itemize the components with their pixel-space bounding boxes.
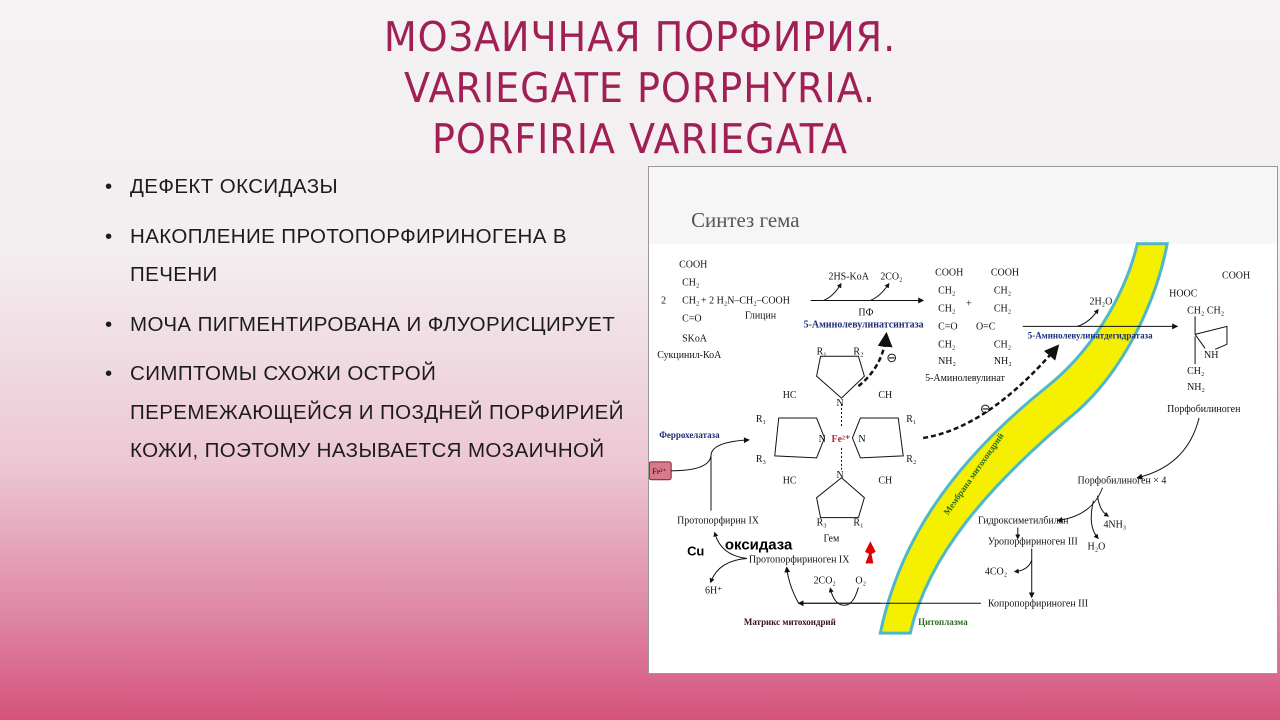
svg-text:HOOC: HOOC [1169,288,1198,299]
glycine-label: Глицин [745,310,777,321]
heme-structure [774,355,904,519]
svg-text:CH₂ CH₂: CH₂ CH₂ [1187,305,1224,316]
svg-text:N: N [837,470,844,481]
step1-output-co2: 2CO₂ [880,272,902,283]
bullet-item: НАКОПЛЕНИЕ ПРОТОПОРФИРИНОГЕНА В ПЕЧЕНИ [105,218,625,295]
svg-text:CH₂: CH₂ [682,278,699,289]
svg-text:Порфобилиноген: Порфобилиноген [1167,404,1241,415]
diagram-title: Синтез гема [691,208,799,232]
oxidase-label: оксидаза [725,536,793,553]
svg-text:CH: CH [878,476,892,487]
svg-text:R₁: R₁ [853,518,863,529]
svg-text:NH₂: NH₂ [994,356,1012,367]
aminolevulinate: COOH CH₂ CH₂ C=O CH₂ NH₂ + COOH CH₂ CH₂ … [925,268,1019,385]
svg-text:CH₂: CH₂ [1187,366,1204,377]
protons: 6H⁺ [705,585,722,596]
svg-text:CH₂: CH₂ [938,339,955,350]
co2-4: 4CO₂ [985,566,1007,577]
svg-text:C=O: C=O [938,321,957,332]
hydroxymethylbilane: Гидроксиметилбилан [978,516,1069,527]
succinyl-coa: COOH CH₂ 2 CH₂ C=O SKoA Сукцинил-КоА [657,260,722,362]
svg-text:R₁: R₁ [906,414,916,425]
bullet-item: ДЕФЕКТ ОКСИДАЗЫ [105,168,625,207]
svg-text:R₂: R₂ [906,454,916,465]
step2-output-water: 2H₂O [1090,296,1113,307]
increase-arrow-icon [865,541,876,564]
heme-synthesis-diagram: Синтез гема Мембрана митохондрий COOH CH… [648,166,1278,674]
ferrochelatase: Феррохелатаза [659,430,720,440]
enzyme-ala-synthase: 5-Аминолевулинатсинтаза [804,319,924,330]
cytoplasm-label: Цитоплазма [918,617,968,627]
svg-text:NH₂: NH₂ [1187,382,1205,393]
svg-text:HC: HC [783,390,797,401]
svg-text:CH₂: CH₂ [938,286,955,297]
svg-text:COOH: COOH [1222,271,1250,282]
svg-text:COOH: COOH [935,268,963,279]
svg-text:O=C: O=C [976,321,996,332]
ammonia: 4NH₃ [1103,520,1126,531]
svg-text:R₃: R₃ [817,518,827,529]
cu-label: Cu [687,543,704,558]
svg-text:CH₂: CH₂ [938,303,955,314]
fe-box-label: Fe²⁺ [652,467,667,476]
coproporphyrinogen: Копропорфириноген III [988,598,1088,609]
svg-text:COOH: COOH [991,268,1019,279]
oxygen: O₂ [855,575,866,586]
title-line-2: VARIEGATE PORPHYRIA. [403,64,877,112]
diagram-header-bg [649,167,1277,244]
svg-text:N: N [819,434,826,445]
svg-text:5-Аминолевулинат: 5-Аминолевулинат [925,373,1005,384]
svg-text:CH₂: CH₂ [994,286,1011,297]
svg-text:NH₂: NH₂ [938,356,956,367]
porphobilinogen: COOH HOOC CH₂ CH₂ NH CH₂ NH₂ Порфобилино… [1167,271,1250,415]
svg-text:C=O: C=O [682,313,701,324]
svg-text:SKoA: SKoA [682,333,708,344]
water: H₂O [1088,541,1106,552]
mitochondrial-membrane [878,242,1169,635]
protoporphyrinogen-ix: Протопорфириноген IX [749,554,850,565]
svg-text:2: 2 [661,295,666,306]
cofactor-label: ПФ [858,307,873,318]
svg-text:Гем: Гем [824,534,840,545]
protoporphyrin-ix: Протопорфирин IX [677,516,760,527]
svg-text:N: N [837,398,844,409]
inhibit-icon: ⊖ [980,401,991,416]
svg-text:N: N [858,434,865,445]
matrix-label: Матрикс митохондрий [744,617,836,627]
svg-text:+: + [966,298,972,309]
title-line-3: PORFIRIA VARIEGATA [431,115,849,163]
svg-text:Сукцинил-КоА: Сукцинил-КоА [657,350,722,361]
pbg-x4: Порфобилиноген × 4 [1078,476,1167,487]
svg-text:R₃: R₃ [756,454,766,465]
svg-text:CH: CH [878,390,892,401]
step1-output-hskoa: 2HS-KoA [829,272,870,283]
slide-title: МОЗАИЧНАЯ ПОРФИРИЯ. VARIEGATE PORPHYRIA.… [45,12,1235,165]
svg-text:Fe²⁺: Fe²⁺ [832,434,851,445]
diagram-svg: Синтез гема Мембрана митохондрий COOH CH… [649,167,1277,635]
bullet-item: МОЧА ПИГМЕНТИРОВАНА И ФЛУОРИСЦИРУЕТ [105,306,625,345]
feedback-arrow-2 [922,344,1060,440]
svg-text:CH₂: CH₂ [994,303,1011,314]
svg-text:R₁: R₁ [756,414,766,425]
svg-text:COOH: COOH [679,260,707,271]
heme-labels: R₁ R₂ HC CH N R₁ R₃ R₁ R₂ N Fe²⁺ N N HC … [756,346,917,544]
svg-text:R₂: R₂ [853,346,863,357]
bullet-item: СИМПТОМЫ СХОЖИ ОСТРОЙ ПЕРЕМЕЖАЮЩЕЙСЯ И П… [105,355,625,471]
svg-text:CH₂: CH₂ [994,339,1011,350]
inhibit-icon: ⊖ [886,350,897,365]
uroporphyrinogen: Уропорфириноген III [988,537,1078,548]
svg-text:HC: HC [783,476,797,487]
bullet-list: ДЕФЕКТ ОКСИДАЗЫ НАКОПЛЕНИЕ ПРОТОПОРФИРИН… [105,168,625,482]
enzyme-ala-dehydratase: 5-Аминолевулинатдегидратаза [1028,330,1153,340]
glycine-formula: + 2 H₂N–CH₂–COOH [701,295,790,306]
svg-text:R₁: R₁ [817,346,827,357]
svg-text:CH₂: CH₂ [682,295,699,306]
co2-2: 2CO₂ [814,575,836,586]
title-line-1: МОЗАИЧНАЯ ПОРФИРИЯ. [383,13,897,61]
svg-text:NH: NH [1204,350,1218,361]
